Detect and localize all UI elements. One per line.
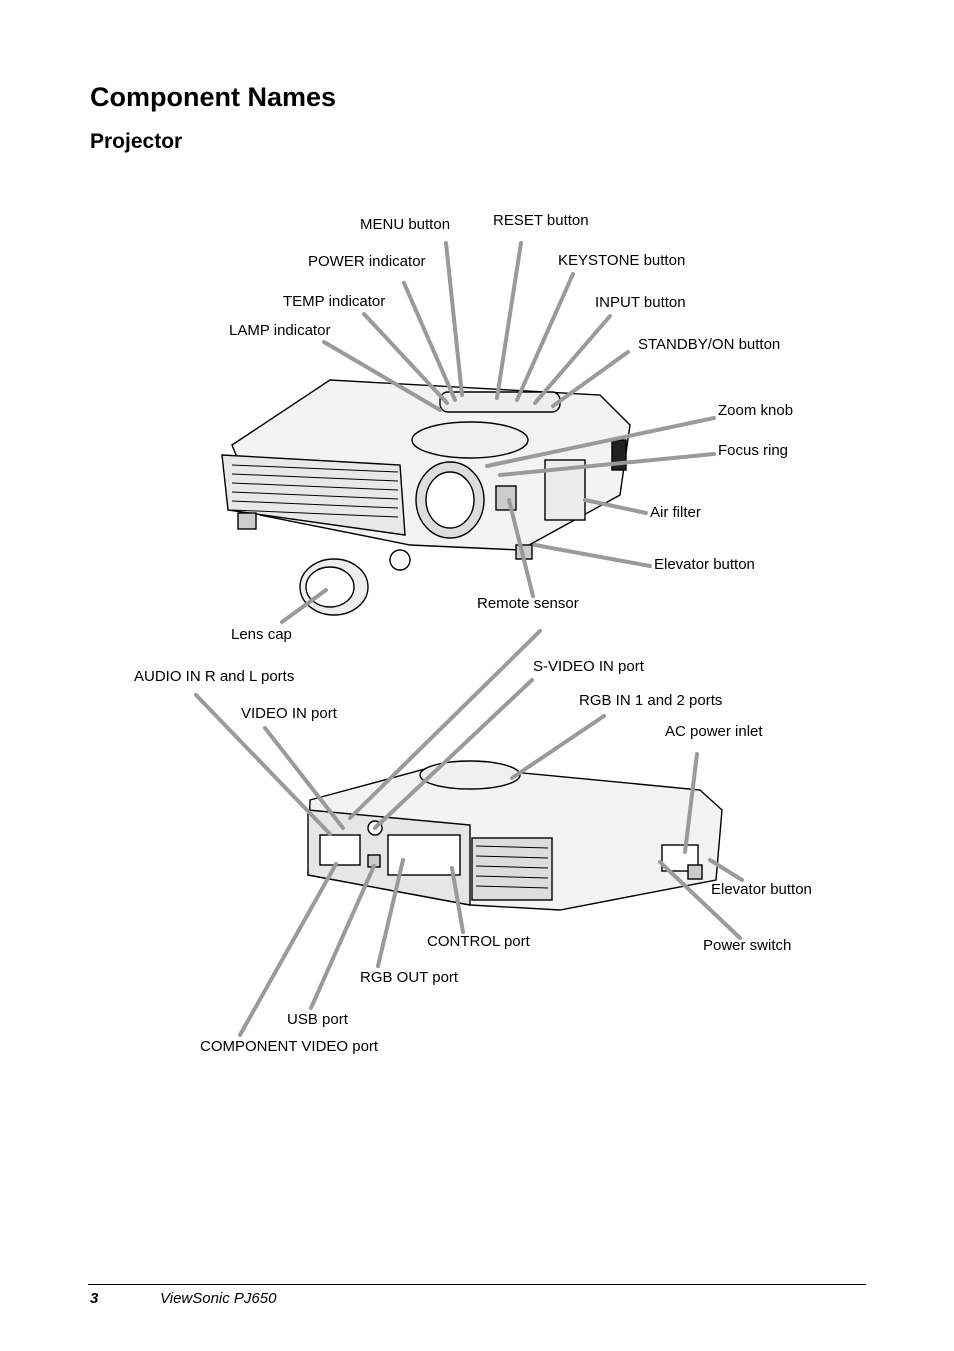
remote-sensor-label: Remote sensor xyxy=(477,595,579,612)
ac-power-inlet-label: AC power inlet xyxy=(665,723,763,740)
rgb-in-ports-label: RGB IN 1 and 2 ports xyxy=(579,692,723,709)
reset-button-label: RESET button xyxy=(493,212,589,229)
menu-button-label: MENU button xyxy=(360,216,451,233)
section-title: Projector xyxy=(90,130,183,153)
temp-indicator-label: TEMP indicator xyxy=(283,293,386,310)
standby-on-button-label: STANDBY/ON button xyxy=(638,336,781,353)
focus-ring-label: Focus ring xyxy=(718,442,789,459)
elevator-button-front-label: Elevator button xyxy=(654,556,755,573)
rgb-out-port-label: RGB OUT port xyxy=(360,969,459,986)
footer-product-title: ViewSonic PJ650 xyxy=(160,1290,277,1307)
leader-lines xyxy=(194,241,744,1037)
keystone-button-label: KEYSTONE button xyxy=(558,252,686,269)
s-video-in-port-label: S-VIDEO IN port xyxy=(533,658,644,675)
power-indicator-label: POWER indicator xyxy=(308,253,426,270)
lamp-indicator-label: LAMP indicator xyxy=(229,322,331,339)
control-port-label: CONTROL port xyxy=(427,933,530,950)
component-video-port-label: COMPONENT VIDEO port xyxy=(200,1038,379,1055)
usb-port-label: USB port xyxy=(287,1011,348,1028)
zoom-knob-label: Zoom knob xyxy=(718,402,794,419)
power-switch-label: Power switch xyxy=(703,937,792,954)
input-button-label: INPUT button xyxy=(595,294,686,311)
page-number: 3 xyxy=(90,1290,99,1307)
projector-rear-illustration xyxy=(307,760,723,911)
air-filter-label: Air filter xyxy=(650,504,701,521)
lens-cap-label: Lens cap xyxy=(231,626,292,643)
audio-in-ports-label: AUDIO IN R and L ports xyxy=(134,668,295,685)
elevator-button-rear-label: Elevator button xyxy=(711,881,812,898)
video-in-port-label: VIDEO IN port xyxy=(241,705,337,722)
projector-front-illustration xyxy=(221,379,631,616)
footer-rule xyxy=(88,1284,866,1285)
page-title: Component Names xyxy=(90,82,337,112)
